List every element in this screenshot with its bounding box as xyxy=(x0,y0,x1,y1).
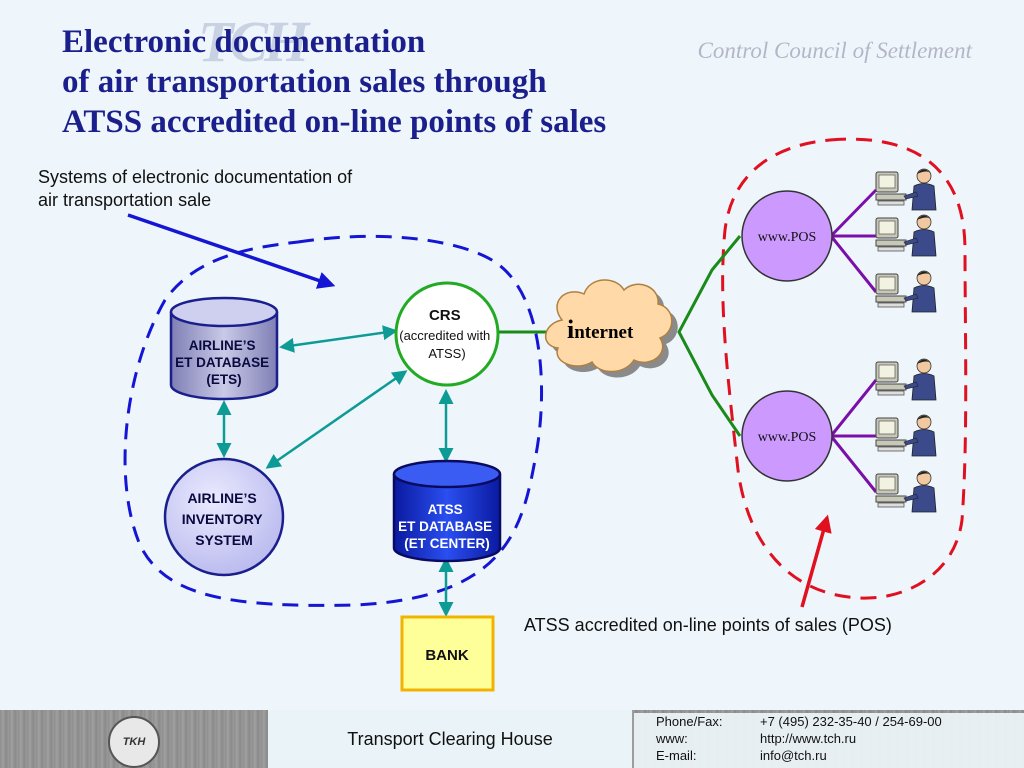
title-line-1: Electronic documentation xyxy=(62,24,426,60)
svg-text:CRS (accredited with: CRS (accredited with ATSS) xyxy=(399,307,495,361)
footer-bar: TKH Transport Clearing House Phone/Fax: … xyxy=(0,710,1024,768)
title-line-2: of air transportation sales through xyxy=(62,64,547,100)
contact-email-link[interactable]: info@tch.ru xyxy=(760,748,827,763)
contact-email-label: E-mail: xyxy=(656,748,697,763)
airline-db-label-1: AIRLINE’S xyxy=(189,338,256,353)
svg-text:AIRLINE’S INVENTORY: AIRLINE’S INVENTORY SYSTEM xyxy=(182,490,267,548)
annotation-electronic-systems: Systems of electronic documentation of a… xyxy=(38,166,458,212)
pos-operator-5 xyxy=(875,414,937,457)
svg-text:AIRLINE’S ET DATABASE: AIRLINE’S ET DATABASE (ETS) xyxy=(175,338,273,387)
ets-boundary-dashed xyxy=(123,234,544,607)
inventory-label-2: INVENTORY xyxy=(182,511,264,527)
crs-label-1: CRS xyxy=(429,307,461,324)
internet-initial: i xyxy=(567,315,574,344)
annotation-pos: ATSS accredited on-line points of sales … xyxy=(524,615,892,635)
contact-row-phone: Phone/Fax: +7 (495) 232-35-40 / 254-69-0… xyxy=(634,713,1024,730)
bank-label: BANK xyxy=(425,647,468,664)
airline-db-label-3: (ETS) xyxy=(206,372,241,387)
contact-row-email: E-mail: info@tch.ru xyxy=(634,747,1024,764)
arrow-db-crs xyxy=(279,325,398,353)
inventory-label-1: AIRLINE’S xyxy=(187,490,256,506)
internet-cloud: internet xyxy=(545,279,678,378)
link-pos2-person1 xyxy=(829,379,878,437)
pos-operator-4 xyxy=(875,358,937,401)
contact-row-www: www: http://www.tch.ru xyxy=(634,730,1024,747)
pos-operator-1 xyxy=(875,168,937,211)
link-internet-pos xyxy=(677,235,742,437)
atss-db-label-2: ET DATABASE xyxy=(398,519,492,534)
pos-top-node: www.POS xyxy=(741,190,833,282)
footer-company-text: Transport Clearing House xyxy=(347,728,553,749)
contact-www-label: www: xyxy=(656,731,688,746)
contact-www-link[interactable]: http://www.tch.ru xyxy=(760,731,857,746)
tkh-logo: TKH xyxy=(108,716,160,768)
annotation-arrow-blue xyxy=(127,213,336,289)
link-pos2-person3 xyxy=(829,435,878,493)
crs-label-2: (accredited with xyxy=(399,328,490,343)
contact-phone-label: Phone/Fax: xyxy=(656,714,723,729)
page-title: Electronic documentation of air transpor… xyxy=(62,22,606,142)
svg-text:ATSS ET DATABASE (: ATSS ET DATABASE (ET CENTER) xyxy=(398,502,496,551)
bank-node: BANK xyxy=(400,615,495,692)
flow-diagram: AIRLINE’S ET DATABASE (ETS) AIRLINE’S IN… xyxy=(123,137,968,692)
arrow-inventory-crs xyxy=(265,370,408,469)
pos-top-label: www.POS xyxy=(758,230,817,245)
svg-text:internet: internet xyxy=(567,315,634,344)
pos-operator-3 xyxy=(875,270,937,313)
pos-bottom-node: www.POS xyxy=(741,390,833,482)
annotation-left-line-1: Systems of electronic documentation of xyxy=(38,167,353,187)
airline-db-label-2: ET DATABASE xyxy=(175,355,269,370)
header-council-name: Control Council of Settlement xyxy=(697,38,972,63)
contact-phone-value: +7 (495) 232-35-40 / 254-69-00 xyxy=(760,714,942,729)
title-line-3: ATSS accredited on-line points of sales xyxy=(62,104,607,140)
annotation-left-line-2: air transportation sale xyxy=(38,190,212,210)
atss-et-database: ATSS ET DATABASE (ET CENTER) xyxy=(392,459,502,563)
atss-db-label-3: (ET CENTER) xyxy=(404,536,490,551)
footer-company-name: Transport Clearing House xyxy=(268,710,632,768)
tkh-logo-text: TKH xyxy=(122,736,146,748)
inventory-label-3: SYSTEM xyxy=(195,532,253,548)
airline-inventory-system: AIRLINE’S INVENTORY SYSTEM xyxy=(163,457,285,577)
crs-label-3: ATSS) xyxy=(428,346,465,361)
internet-label: nternet xyxy=(574,322,634,343)
atss-db-label-1: ATSS xyxy=(428,502,463,517)
tch-logo-watermark: TCH xyxy=(198,9,309,74)
annotation-arrow-red xyxy=(800,514,832,608)
airline-et-database: AIRLINE’S ET DATABASE (ETS) xyxy=(169,296,279,401)
link-pos1-person3 xyxy=(829,235,878,293)
pos-bottom-label: www.POS xyxy=(758,430,817,445)
link-pos1-person1 xyxy=(829,188,878,238)
footer-contacts: Phone/Fax: +7 (495) 232-35-40 / 254-69-0… xyxy=(634,713,1024,768)
pos-operator-2 xyxy=(875,214,937,257)
crs-node: CRS (accredited with ATSS) xyxy=(394,281,500,387)
pos-operator-6 xyxy=(875,470,937,513)
